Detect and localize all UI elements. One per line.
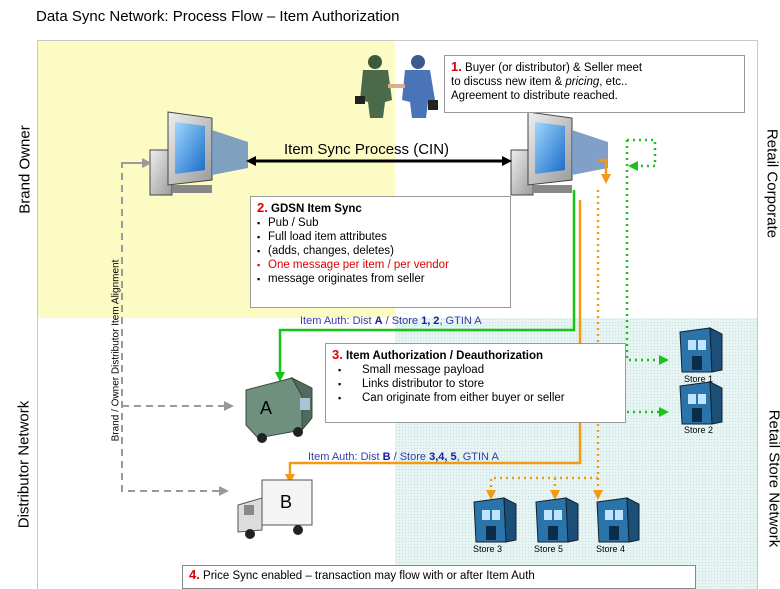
store-3-label: Store 3 (473, 544, 503, 554)
box2-item-highlight: One message per item / per vendor (257, 258, 504, 272)
box1-line2b: pricing (565, 76, 600, 88)
brand-owner-computer-icon (149, 111, 248, 196)
box2-item: Full load item attributes (257, 230, 504, 244)
store-1-icon (679, 327, 723, 373)
box3-item: Links distributor to store (338, 377, 619, 391)
store-2-icon (679, 381, 723, 425)
store-5-icon (535, 497, 579, 543)
store-4-icon (596, 497, 640, 543)
orange-dotted-lines (486, 190, 603, 500)
truck-a-icon (245, 376, 313, 443)
store-3-icon (473, 497, 517, 543)
step-1-number: 1. (451, 59, 462, 74)
truck-a-label: A (260, 398, 273, 418)
box1-line1: Buyer (or distributor) & Seller meet (465, 62, 643, 74)
box2-item: Pub / Sub (257, 216, 504, 230)
box4-text: Price Sync enabled – transaction may flo… (203, 570, 535, 582)
page-title: Data Sync Network: Process Flow – Item A… (36, 8, 400, 25)
box3-heading: Item Authorization / Deauthorization (346, 350, 544, 362)
handshake-icon (355, 55, 438, 118)
retail-corporate-computer-icon (510, 111, 608, 196)
box-step-1: 1. Buyer (or distributor) & Seller meet … (444, 55, 745, 113)
store-4-label: Store 4 (596, 544, 626, 554)
box2-list: Pub / Sub Full load item attributes (add… (257, 216, 504, 286)
box1-line2c: , etc.. (599, 76, 628, 88)
truck-b-icon (237, 479, 313, 539)
box2-heading: GDSN Item Sync (271, 203, 362, 215)
auth-label-a: Item Auth: Dist A / Store 1, 2, GTIN A (300, 315, 482, 327)
box1-line3: Agreement to distribute reached. (451, 90, 618, 102)
green-dotted-lines (625, 138, 669, 417)
step-2-number: 2. (257, 200, 268, 215)
box1-line2a: to discuss new item & (451, 76, 566, 88)
auth-label-b: Item Auth: Dist B / Store 3,4, 5, GTIN A (308, 451, 499, 463)
store-1-label: Store 1 (684, 374, 714, 384)
step-4-number: 4. (189, 567, 200, 582)
item-sync-label: Item Sync Process (CIN) (284, 141, 450, 158)
box3-item: Can originate from either buyer or selle… (338, 391, 619, 405)
box2-item: message originates from seller (257, 272, 504, 286)
store-2-label: Store 2 (684, 425, 714, 435)
orange-auth-line (285, 158, 611, 484)
store-5-label: Store 5 (534, 544, 564, 554)
step-3-number: 3. (332, 347, 343, 362)
alignment-dashed-lines (121, 158, 234, 496)
box3-list: Small message payload Links distributor … (332, 363, 619, 405)
truck-b-label: B (280, 492, 293, 512)
box-step-2: 2. GDSN Item Sync Pub / Sub Full load it… (250, 196, 511, 308)
box2-item: (adds, changes, deletes) (257, 244, 504, 258)
box-step-4: 4. Price Sync enabled – transaction may … (182, 565, 696, 589)
green-auth-line (275, 190, 576, 382)
box3-item: Small message payload (338, 363, 619, 377)
box-step-3: 3. Item Authorization / Deauthorization … (325, 343, 626, 423)
